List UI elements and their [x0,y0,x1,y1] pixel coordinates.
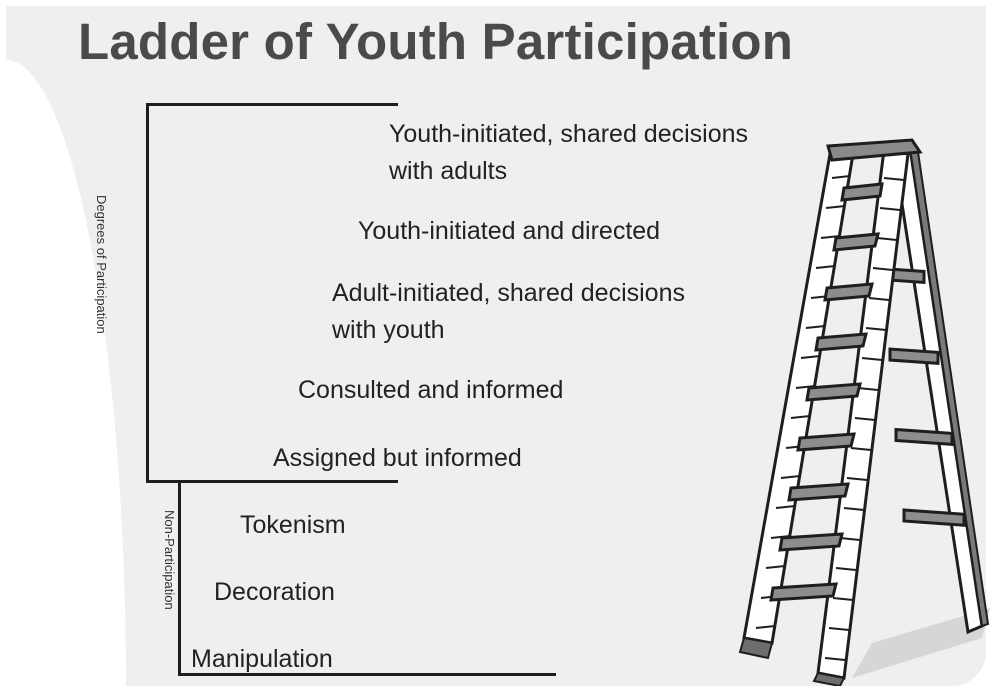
participation-bracket-vertical [146,103,149,483]
rung-line: Adult-initiated, shared decisions [332,279,685,307]
non-participation-group-label: Non-Participation [162,510,177,610]
rung-label-adult-initiated-shared: Adult-initiated, shared decisions with y… [332,275,685,349]
rung-label-consulted-informed: Consulted and informed [298,376,564,404]
non-participation-bracket-bottom [178,673,556,676]
rung-line: with adults [389,157,508,185]
participation-group-label: Degrees of Participation [94,195,109,334]
participation-bracket-bottom [146,480,398,483]
rung-label-tokenism: Tokenism [240,511,346,539]
rung-label-youth-initiated-shared: Youth-initiated, shared decisions with a… [389,116,748,190]
rung-line: Youth-initiated, shared decisions [389,120,749,148]
rung-line: with youth [332,316,445,344]
non-participation-bracket-vertical [178,483,181,676]
rung-label-decoration: Decoration [214,578,335,606]
rung-label-youth-initiated-directed: Youth-initiated and directed [358,217,661,245]
diagram-title: Ladder of Youth Participation [78,13,794,70]
rung-label-assigned-informed: Assigned but informed [273,444,522,472]
stepladder-icon [738,138,990,686]
rung-label-manipulation: Manipulation [191,645,333,673]
participation-bracket-top [146,103,398,106]
